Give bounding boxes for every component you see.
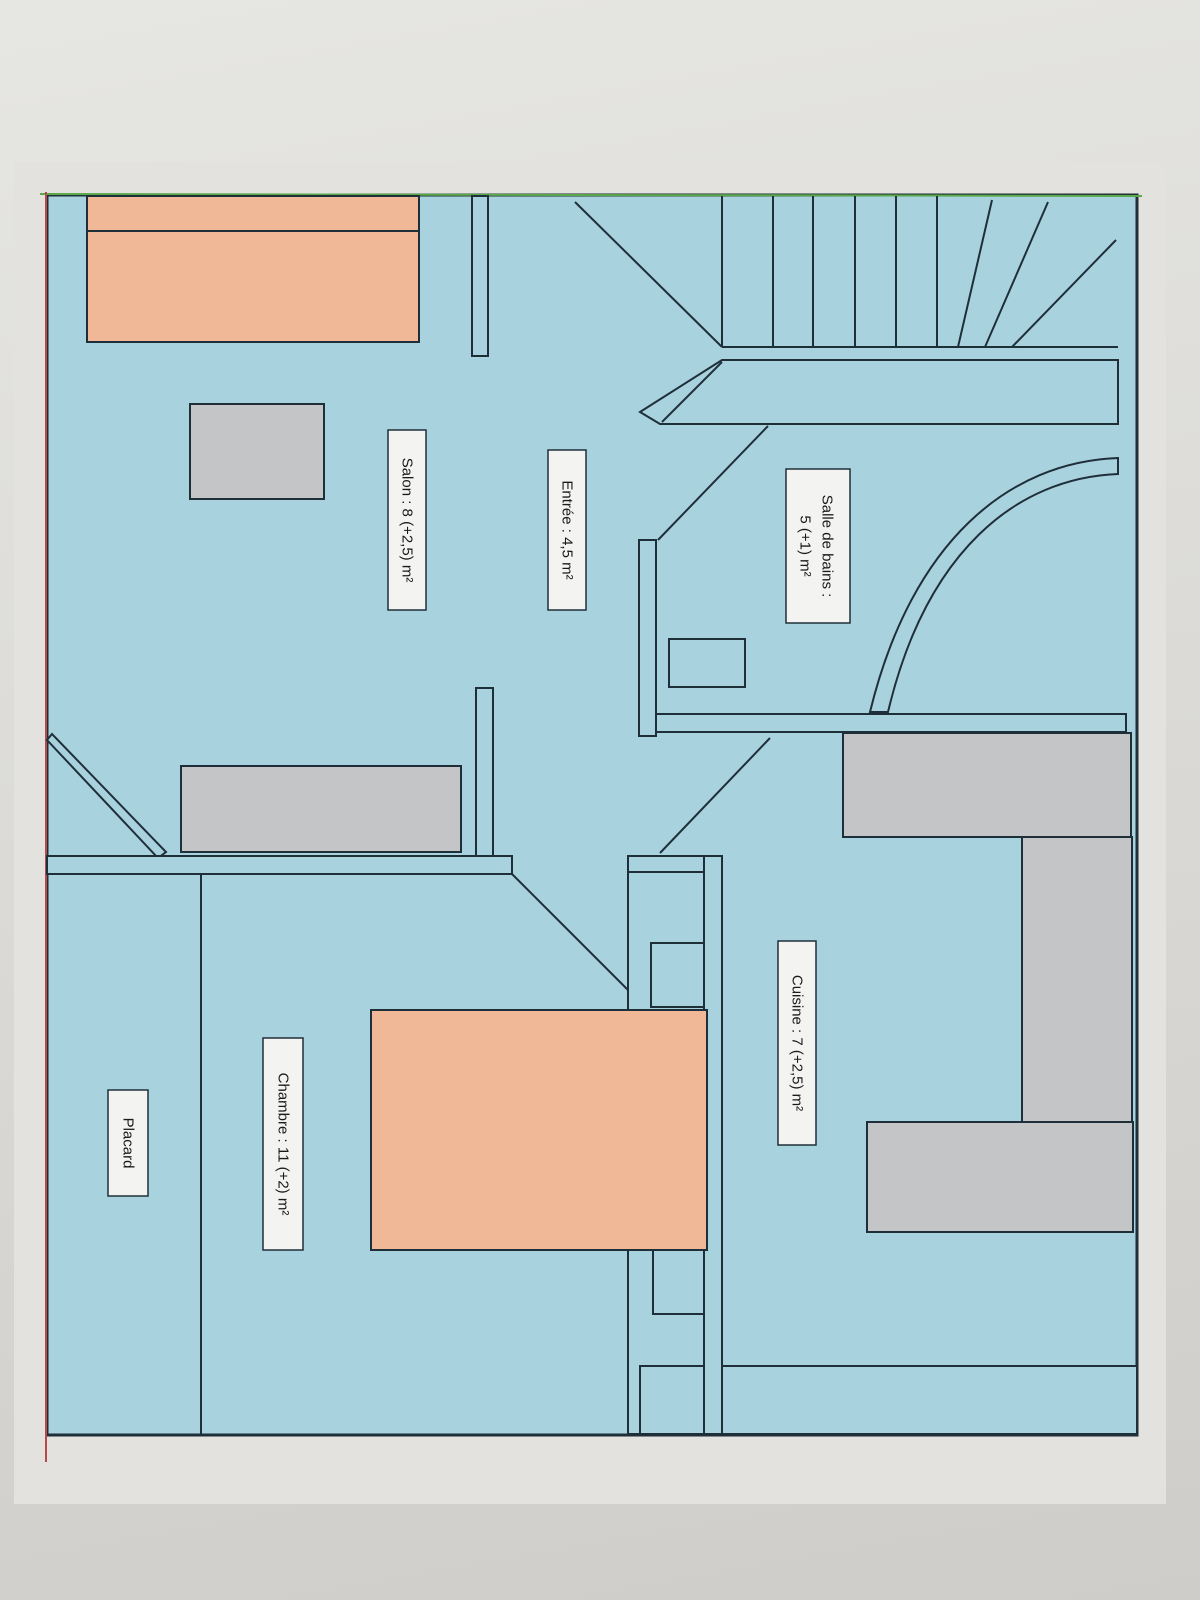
sdb-door-swing [657,425,769,541]
cuisine-lower-strip [721,1365,1138,1435]
label-salle-de-bains: Salle de bains : 5 (+1) m² [785,468,851,624]
wall-sdb-bottom [655,713,1127,733]
svg-text:Salle de bains :: Salle de bains : [819,495,836,598]
sdb-shower-curve [868,456,1119,713]
label-chambre: Chambre : 11 (+2) m² [262,1037,304,1251]
chambre-nightstand-bottom [652,1249,705,1315]
svg-text:Placard: Placard [120,1118,137,1169]
staircase [574,196,1118,348]
wall-sdb-left [638,539,657,737]
svg-text:5 (+1) m²: 5 (+1) m² [797,515,814,576]
cuisine-counter-top [842,732,1132,838]
cuisine-door-swing [659,737,771,854]
wall-salon-chambre [46,855,513,875]
salon-sofa [86,195,420,343]
cuisine-counter-side [1021,836,1133,1123]
chambre-shelf [639,1365,705,1435]
label-placard: Placard [107,1089,149,1197]
chambre-nightstand-top [650,942,705,1008]
label-salon: Salon : 8 (+2,5) m² [387,429,427,611]
cuisine-counter-bottom [866,1121,1134,1233]
stair-landing [638,359,1119,425]
wall-salon-entree-bottom [475,687,494,857]
salon-window-door [45,732,168,860]
sdb-sink [668,638,746,688]
label-entree: Entrée : 4,5 m² [547,449,587,611]
salon-table [189,403,325,500]
svg-text:Cuisine : 7 (+2,5) m²: Cuisine : 7 (+2,5) m² [789,975,806,1111]
label-cuisine: Cuisine : 7 (+2,5) m² [777,940,817,1146]
chambre-bed [370,1009,708,1251]
top-axis-line [39,193,1143,197]
salon-tv-unit [180,765,462,853]
svg-text:Chambre : 11 (+2) m²: Chambre : 11 (+2) m² [275,1073,292,1216]
wall-salon-entree-top [471,195,489,357]
entree-door-swing [511,873,629,991]
svg-text:Entrée : 4,5 m²: Entrée : 4,5 m² [559,480,576,579]
svg-text:Salon : 8 (+2,5) m²: Salon : 8 (+2,5) m² [399,458,416,583]
stair-landing-inner [661,361,723,423]
